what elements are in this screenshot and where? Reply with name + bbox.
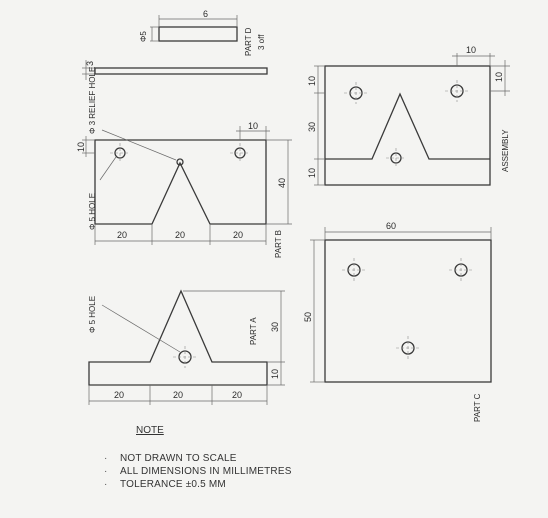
part-a-bottom-dim-3: 20 [232, 390, 242, 400]
part-b-height-dim: 40 [277, 178, 287, 188]
part-d-dia-dim: Φ5 [139, 31, 148, 42]
part-c-height-dim: 50 [303, 312, 313, 322]
part-b-drawing: 10 10 40 20 20 20 Φ 3 RELIEF HOLE Φ 5 HO… [76, 67, 292, 258]
note-item: NOT DRAWN TO SCALE [100, 452, 400, 465]
assembly-plate [324, 65, 491, 186]
part-b-relief-hole [176, 158, 184, 166]
part-b-label: PART B [274, 230, 283, 258]
plate-thickness-dim: 3 [85, 61, 95, 66]
part-d-label: PART D [244, 27, 253, 56]
assembly-left-dim-3: 10 [307, 168, 317, 178]
part-a-hole-callout: Φ 5 HOLE [88, 296, 97, 333]
part-d-quantity: 3 off [257, 34, 266, 50]
part-a-bottom-dim-2: 20 [173, 390, 183, 400]
part-a-height-dim: 30 [270, 322, 280, 332]
part-a-outline [88, 289, 268, 386]
part-d-length-dim: 6 [203, 9, 208, 19]
notes-title: NOTE [136, 425, 164, 436]
assembly-label: ASSEMBLY [501, 129, 510, 172]
part-a-bottom-dim-1: 20 [114, 390, 124, 400]
note-item: ALL DIMENSIONS IN MILLIMETRES [100, 465, 400, 478]
part-c-drawing: 60 50 PART C [303, 221, 492, 422]
part-b-relief-callout: Φ 3 RELIEF HOLE [88, 67, 97, 134]
notes-list: NOT DRAWN TO SCALE ALL DIMENSIONS IN MIL… [100, 452, 400, 491]
part-b-hole-callout: Φ 5 HOLE [88, 193, 97, 230]
part-c-label: PART C [473, 393, 482, 422]
part-b-bottom-dim-1: 20 [117, 230, 127, 240]
assembly-triangle-part [325, 92, 490, 160]
part-b-bottom-dim-2: 20 [175, 230, 185, 240]
part-a-base-dim: 10 [270, 369, 280, 379]
assembly-left-dim-1: 10 [307, 76, 317, 86]
part-b-top-dim: 10 [248, 121, 258, 131]
plate-side-view: 3 [82, 60, 268, 80]
part-b-outline [94, 139, 267, 225]
assembly-left-dim-2: 30 [307, 122, 317, 132]
part-c-width-dim: 60 [386, 221, 396, 231]
part-d-pin-rect [158, 26, 238, 42]
note-item: TOLERANCE ±0.5 MM [100, 478, 400, 491]
assembly-top-dim: 10 [466, 45, 476, 55]
notes-block: NOTE NOT DRAWN TO SCALE ALL DIMENSIONS I… [100, 425, 400, 491]
part-d-drawing: 6 Φ5 PART D 3 off [139, 9, 266, 56]
assembly-drawing: 10 10 10 30 10 ASSEMBLY [307, 45, 510, 186]
part-b-bottom-dim-3: 20 [233, 230, 243, 240]
assembly-right-dim: 10 [494, 72, 504, 82]
part-b-left-dim: 10 [76, 142, 86, 152]
plate-side-rect [94, 67, 268, 75]
part-a-label: PART A [249, 317, 258, 345]
part-c-plate [324, 239, 492, 383]
part-a-drawing: Φ 5 HOLE 30 10 PART A 20 20 20 [88, 289, 285, 405]
